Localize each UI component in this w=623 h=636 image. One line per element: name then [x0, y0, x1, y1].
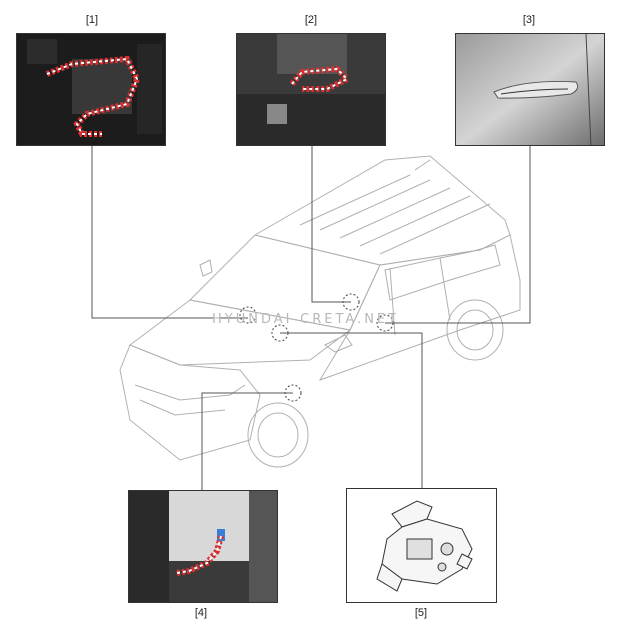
harness-photo-4 — [129, 491, 277, 602]
callout-label-5: [5] — [414, 607, 428, 619]
location-markers — [239, 293, 394, 402]
photo-panel-3 — [455, 33, 605, 146]
leader-line-4 — [201, 392, 293, 490]
leader-line-3 — [385, 146, 531, 324]
watermark: HYUNDAI-CRETA.NET — [212, 312, 400, 327]
leader-line-2 — [311, 146, 351, 303]
location-marker-1 — [239, 306, 257, 324]
door-handle-photo — [456, 34, 604, 145]
component-panel-5 — [346, 488, 497, 603]
photo-panel-1 — [16, 33, 166, 146]
leader-line-5 — [280, 332, 423, 488]
photo-panel-4 — [128, 490, 278, 603]
car-outline — [119, 155, 521, 468]
callout-label-1: [1] — [85, 14, 99, 26]
callout-label-2: [2] — [304, 14, 318, 26]
harness-photo-2 — [237, 34, 385, 145]
callout-label-4: [4] — [194, 607, 208, 619]
photo-panel-2 — [236, 33, 386, 146]
callout-label-3: [3] — [522, 14, 536, 26]
leader-lines — [91, 146, 531, 490]
leader-line-1 — [91, 146, 248, 319]
harness-photo-1 — [17, 34, 165, 145]
module-drawing — [376, 500, 473, 592]
